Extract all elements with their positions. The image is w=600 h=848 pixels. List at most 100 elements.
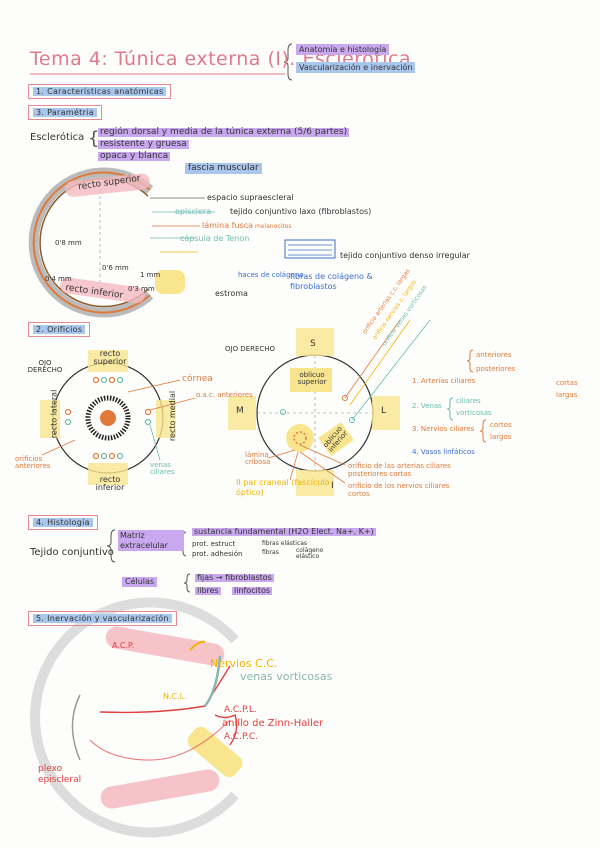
nervios-cc-label: Nervios C.C.: [210, 657, 278, 670]
fascia-muscular-label: fascia muscular: [185, 163, 262, 174]
optic-nerve-band: [187, 726, 243, 778]
list-nervios: 3. Nervios ciliares: [412, 425, 475, 433]
sustancia-fundamental: sustancia fundamental (H2O Elect. Na+, K…: [192, 527, 376, 536]
muscle-S-block: [296, 328, 334, 356]
haces-colageno-label: haces de colágeno: [238, 271, 304, 279]
subtitle-anatomy: Anatomía e histología: [296, 44, 390, 55]
orif-I: I: [331, 481, 334, 491]
tejido-laxo-label: tejido conjuntivo laxo (fibroblastos): [230, 207, 372, 216]
section-3-heading: 3. Paramétria: [28, 105, 102, 120]
optic-disc: [286, 424, 314, 452]
matriz-extracelular: Matriz extracelular: [118, 530, 184, 552]
oac-anteriores-label: o.a.c. anteriores: [196, 391, 253, 399]
prot-estruct: prot. estruct: [192, 540, 236, 548]
param-line-3: opaca y blanca: [98, 151, 171, 161]
sclera-big-arc: [30, 597, 239, 838]
anillo-zinn-label: anillo de Zinn-Haller: [222, 718, 324, 729]
muscle-lat-block: [40, 400, 60, 438]
orif-S: S: [310, 339, 316, 349]
prot-adhesion: prot. adhesión: [192, 550, 243, 558]
orif-recto-inferior: recto inferior: [95, 475, 125, 492]
nervio-optico-label: II par craneal (fascículo óptico): [236, 478, 330, 497]
anterior-orifices: [64, 376, 152, 460]
list-arterias: 1. Arterias ciliares: [412, 377, 476, 385]
episclera-label: episclera: [175, 207, 212, 216]
section-4-heading: 4. Histología: [28, 515, 98, 530]
oblique-inf-block: [318, 421, 354, 457]
colageno-elastico: colágeno elástico: [296, 547, 324, 560]
fibras-label: fibras: [262, 549, 279, 556]
inervation-diagram: [30, 597, 243, 838]
collagen-sketch: [284, 239, 336, 259]
list-linfaticos: 4. Vasos linfáticos: [412, 448, 475, 456]
fibras-elasticas: fibras elásticas: [262, 540, 308, 547]
oblicuo-superior-label: oblicuo superior: [297, 371, 327, 386]
estroma-label: estroma: [215, 289, 248, 298]
param-line-2: resistente y gruesa: [98, 139, 189, 149]
lamina-cribosa-label: lámina cribosa: [245, 451, 271, 466]
list-venas-vorticosas: vorticosas: [456, 409, 492, 417]
orificios-anteriores-label: orificios anteriores: [15, 455, 51, 470]
list-art-cortas: cortas: [556, 379, 578, 387]
pupil: [100, 410, 116, 426]
measure-1: 1 mm: [140, 271, 161, 279]
acpc-label: A.C.P.C.: [224, 732, 259, 742]
list-art-posteriores: posteriores: [476, 365, 516, 373]
list-venas-ciliares: ciliares: [456, 397, 481, 405]
muscle-bottom-band: [100, 769, 220, 809]
capsula-tenon-label: cápsula de Tenon: [180, 234, 250, 243]
muscle-top-band: [105, 626, 225, 666]
muscle-inf-block: [88, 463, 128, 485]
subtitle-vascular: Vascularización e inervación: [296, 62, 416, 73]
libres-label: libres: [195, 586, 221, 595]
list-venas: 2. Venas: [412, 402, 442, 410]
iris-circle: [85, 395, 131, 441]
measure-06: 0'6 mm: [102, 264, 129, 272]
orif-nerv-cortos: orificio de los nervios ciliares cortos: [348, 482, 450, 499]
orif-recto-medial: recto medial: [168, 390, 178, 442]
melanocitos-label: melanocitos: [255, 223, 292, 230]
plexo-episcleral-label: plexo episcleral: [38, 764, 82, 785]
section-1-heading: 1. Características anatómicas: [28, 84, 172, 99]
muscle-sup-block: [88, 350, 128, 372]
lamina-fusca-label: lámina fusca: [202, 221, 254, 230]
orif-M: M: [236, 406, 244, 416]
muscle-I-block: [296, 470, 334, 496]
title-brace: [283, 43, 293, 81]
venas-vorticosas-label: venas vorticosas: [240, 670, 333, 683]
cornea-arc: [71, 694, 81, 761]
cornea-label: córnea: [182, 374, 213, 384]
orificios-right-diagram: [228, 319, 431, 496]
param-line-1: región dorsal y media de la túnica exter…: [98, 127, 350, 137]
oblique-sup-block: [290, 368, 332, 392]
espacio-supraescleral-label: espacio supraescleral: [207, 193, 294, 202]
section-2-heading: 2. Orificios: [28, 322, 91, 337]
list-art-anteriores: anteriores: [476, 351, 512, 359]
tejido-conjuntivo-label: Tejido conjuntivo: [30, 547, 114, 558]
celulas-label: Células: [122, 577, 158, 587]
measure-08: 0'8 mm: [55, 239, 82, 247]
fijas-label: fijas → fibroblastos: [195, 573, 274, 582]
list-nervios-cortos: cortos: [490, 421, 512, 429]
ojo-derecho-right: OJO DERECHO: [225, 345, 276, 353]
ncl-label: N.C.L.: [163, 692, 187, 701]
orificios-left-diagram: [40, 350, 196, 485]
muscle-L-block: [372, 396, 400, 430]
muscle-med-block: [156, 400, 176, 438]
optic-nerve-blob: [155, 270, 185, 294]
lamina-fusca-arc: [32, 171, 151, 314]
fibras-colageno-label: fibras de colágeno & fibroblastos: [290, 272, 373, 291]
orif-recto-superior: recto superior: [93, 349, 127, 366]
measure-04: 0'4 mm: [45, 275, 72, 283]
orif-recto-lateral: recto lateral: [49, 389, 59, 439]
acpl-label: A.C.P.L.: [224, 705, 257, 715]
muscle-M-block: [228, 396, 256, 430]
orif-art-cortas: orificio de las arterias ciliares poster…: [348, 462, 451, 479]
tejido-denso-label: tejido conjuntivo denso irregular: [340, 251, 470, 260]
esclerotica-label: Esclerótica: [30, 132, 85, 143]
section-5-heading: 5. Inervación y vascularización: [28, 611, 177, 626]
linfocitos-label: linfocitos: [232, 586, 273, 595]
recto-sup-muscle: [65, 173, 150, 197]
list-art-largas: largas: [556, 391, 578, 399]
